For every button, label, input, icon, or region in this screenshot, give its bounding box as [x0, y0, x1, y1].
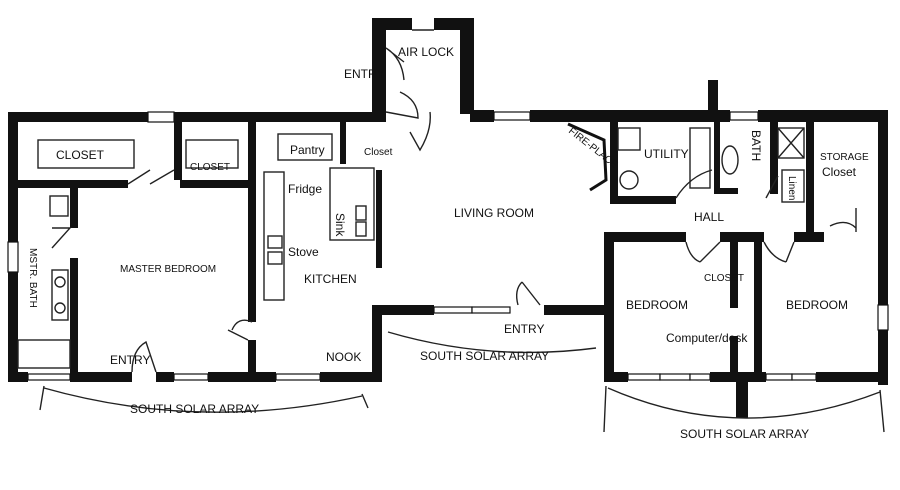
label-nook: NOOK — [326, 350, 361, 364]
label-computer-desk: Computer/desk — [666, 331, 748, 345]
label-linen: Linen — [786, 176, 797, 200]
label-closet-small: CLOSET — [190, 162, 230, 173]
label-entry-top: ENTRY — [344, 67, 384, 81]
doors — [51, 29, 857, 373]
windows — [7, 111, 889, 381]
label-hall: HALL — [694, 210, 724, 224]
label-entry-master: ENTRY — [110, 353, 150, 367]
label-closet-kitchen: Closet — [364, 147, 393, 158]
label-air-lock: AIR LOCK — [398, 45, 454, 59]
label-south-array-middle: SOUTH SOLAR ARRAY — [420, 349, 549, 363]
label-bath: BATH — [749, 130, 763, 161]
label-storage: STORAGE — [820, 152, 869, 163]
label-kitchen: KITCHEN — [304, 272, 357, 286]
label-closet-master: CLOSET — [56, 148, 105, 162]
label-master-bedroom: MASTER BEDROOM — [120, 264, 216, 275]
label-fridge: Fridge — [288, 182, 322, 196]
label-bedroom-1: BEDROOM — [626, 298, 688, 312]
fixtures — [17, 122, 805, 369]
label-utility: UTILITY — [644, 147, 689, 161]
exterior-walls — [8, 18, 888, 418]
label-pantry: Pantry — [290, 143, 325, 157]
solar-arcs — [39, 331, 885, 433]
label-stove: Stove — [288, 245, 319, 259]
label-south-array-left: SOUTH SOLAR ARRAY — [130, 402, 259, 416]
label-bedroom-2: BEDROOM — [786, 298, 848, 312]
label-south-array-right: SOUTH SOLAR ARRAY — [680, 427, 809, 441]
label-storage-closet: Closet — [822, 165, 857, 179]
label-sink: Sink — [333, 213, 347, 237]
label-entry-middle: ENTRY — [504, 322, 544, 336]
label-closet-bedroom: CLOSET — [704, 273, 744, 284]
label-living-room: LIVING ROOM — [454, 206, 534, 220]
interior-walls — [18, 122, 814, 382]
label-mstr-bath: MSTR. BATH — [27, 248, 38, 308]
